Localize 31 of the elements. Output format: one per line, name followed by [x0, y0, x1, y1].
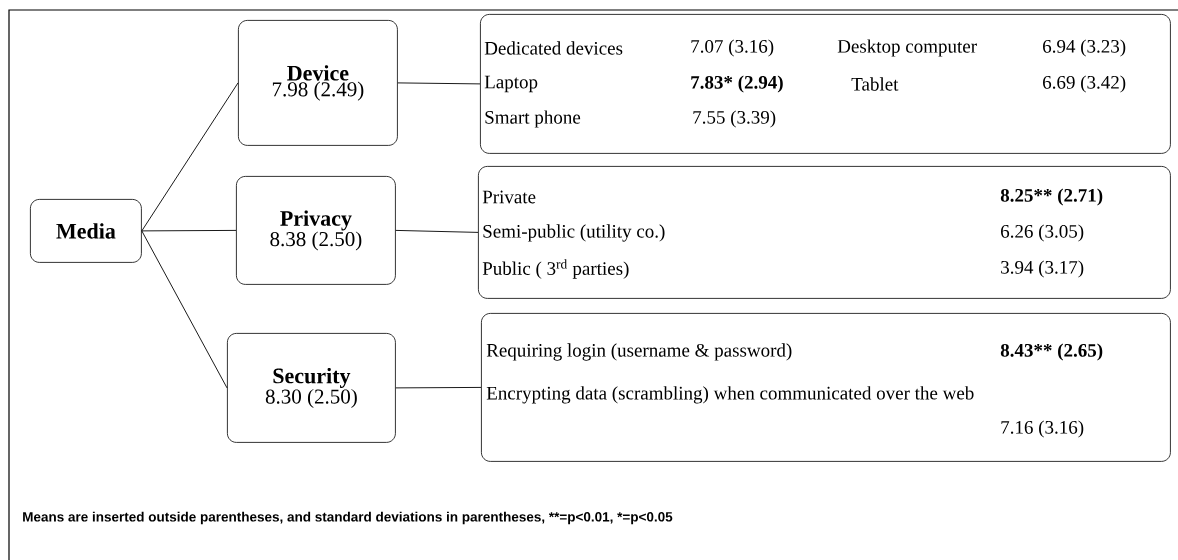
score-value: 6.69 (3.42): [1043, 75, 1126, 93]
score-value: 3.94 (3.17): [1001, 260, 1084, 278]
category-box: Privacy 8.38 (2.50): [236, 176, 396, 285]
item-label: Dedicated devices: [484, 41, 623, 55]
connector-line: [395, 386, 482, 389]
score-value: 7.16 (3.16): [1001, 420, 1084, 438]
score-value: 8.25** (2.71): [1000, 188, 1103, 206]
footnote: Means are inserted outside parentheses, and standard deviations in parentheses, **=p<0.01, *=p<0.05: [23, 511, 673, 525]
connector-line: [141, 82, 239, 232]
category-box: Media: [30, 199, 142, 263]
item-label: Requiring login (username & password): [486, 343, 792, 361]
item-label: Smart phone: [485, 110, 581, 128]
category-box: Security 8.30 (2.50): [227, 333, 396, 443]
connector-line: [141, 230, 228, 389]
category-box: Device 7.98 (2.49): [238, 20, 398, 146]
item-label: Tablet: [851, 77, 899, 91]
item-label: Semi-public (utility co.): [483, 224, 665, 242]
connector-line: [397, 82, 481, 85]
score-value: 6.94 (3.23): [1043, 39, 1126, 57]
item-label: Public ( 3$^{rd}$ parties): [482, 259, 629, 279]
item-label: Private: [482, 190, 536, 204]
score-value: 6.26 (3.05): [1001, 224, 1084, 242]
score-value: 7.07 (3.16): [691, 39, 774, 57]
score-value: 7.55 (3.39): [693, 110, 776, 128]
connector-line: [141, 229, 237, 232]
item-label: Encrypting data (scrambling) when communicated over the web: [486, 386, 974, 404]
score-value: 8.43** (2.65): [1000, 343, 1103, 361]
connector-line: [395, 229, 479, 233]
item-label: Desktop computer: [837, 39, 977, 57]
score-value: 7.83* (2.94): [691, 75, 783, 93]
item-label: Laptop: [484, 75, 538, 93]
